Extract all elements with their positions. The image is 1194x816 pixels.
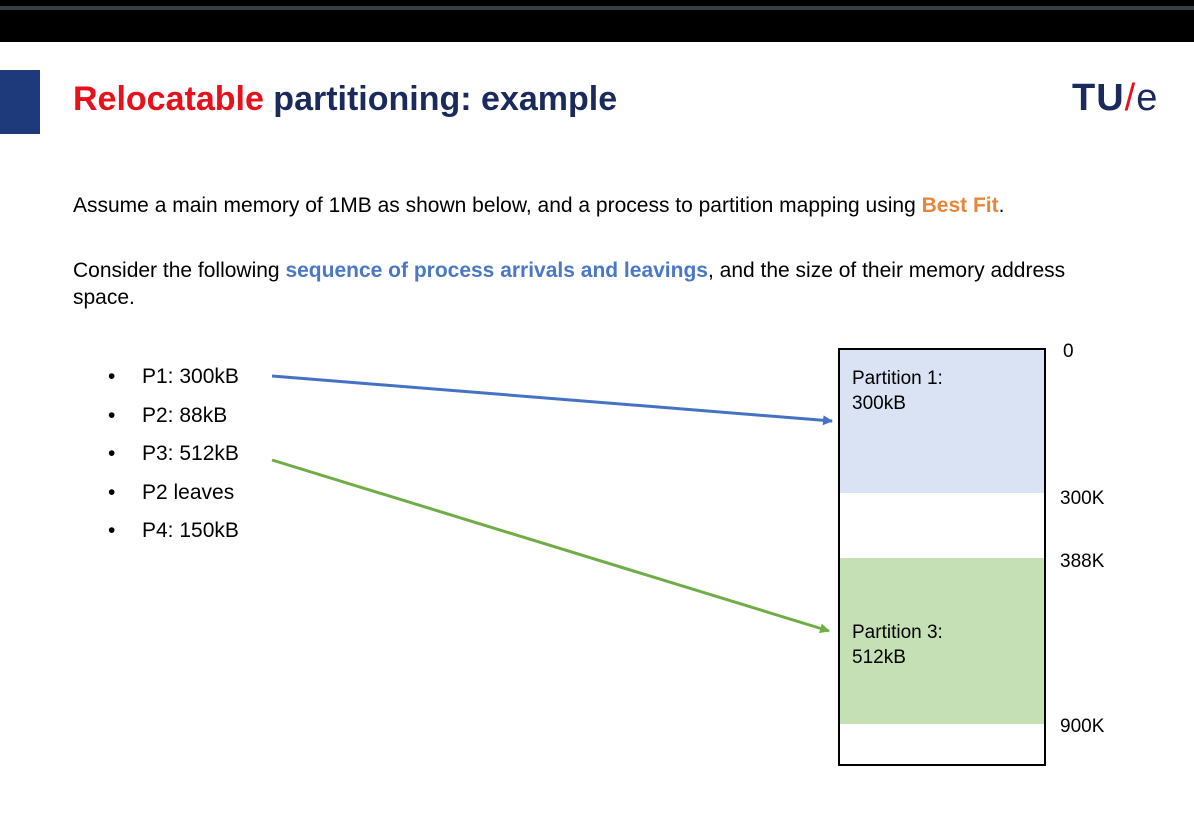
process-label: P4: 150kB [142,519,239,542]
best-fit-term: Best Fit [921,194,999,217]
title-rest: partitioning: example [263,80,618,118]
intro-text-after: . [998,194,1005,217]
logo-slash: / [1124,77,1137,119]
process-list-item: • P4: 150kB [108,516,239,555]
address-label-388k: 388K [1060,551,1105,572]
partition-3-label: Partition 3: 512kB [852,620,943,670]
intro-text-before: Assume a main memory of 1MB as shown bel… [73,194,922,217]
partition-1-size: 300kB [852,393,906,414]
address-label-0: 0 [1063,341,1074,362]
partition-1-fill [840,350,1044,493]
top-border-line [0,6,1194,10]
process-list-item: • P2: 88kB [108,401,239,440]
partition-3-fill [840,558,1044,724]
slide-title: Relocatable partitioning: example [73,80,617,119]
slide-accent-block [0,70,40,134]
sequence-paragraph: Consider the following sequence of proce… [73,257,1083,311]
partition-1-label: Partition 1: 300kB [852,366,943,416]
sequence-text-before: Consider the following [73,259,286,282]
bullet-dot: • [108,519,116,542]
process-label: P1: 300kB [142,365,239,388]
process-list-item: • P1: 300kB [108,362,239,401]
arrow-p3-to-partition-3 [271,458,830,634]
partition-3-size: 512kB [852,647,906,668]
sequence-text-after: , and the size of their memory address s… [73,259,1066,309]
bullet-dot: • [108,403,116,427]
logo-e: e [1136,77,1159,119]
partition-3-title: Partition 3: [852,622,943,643]
address-label-900k: 900K [1060,716,1105,737]
process-label: P3: 512kB [142,442,239,465]
process-list: • P1: 300kB • P2: 88kB • P3: 512kB • P2 leav… [108,362,239,555]
process-label: P2 leaves [142,480,235,504]
title-highlight: Relocatable [73,80,264,118]
tue-logo: TU/e [1072,77,1158,120]
partition-1-title: Partition 1: [852,368,943,389]
address-label-300k: 300K [1060,488,1105,509]
bullet-dot: • [108,365,116,388]
process-list-item: • P2 leaves [108,478,239,517]
process-list-item: • P3: 512kB [108,439,239,478]
bullet-dot: • [108,480,116,504]
memory-outline [838,348,1046,766]
arrow-p1-to-partition-1 [271,374,833,426]
bullet-dot: • [108,442,116,465]
intro-paragraph: Assume a main memory of 1MB as shown bel… [73,192,1083,219]
process-label: P2: 88kB [142,403,228,427]
logo-tu: TU [1072,77,1125,119]
sequence-term: sequence of process arrivals and leaving… [285,259,708,282]
